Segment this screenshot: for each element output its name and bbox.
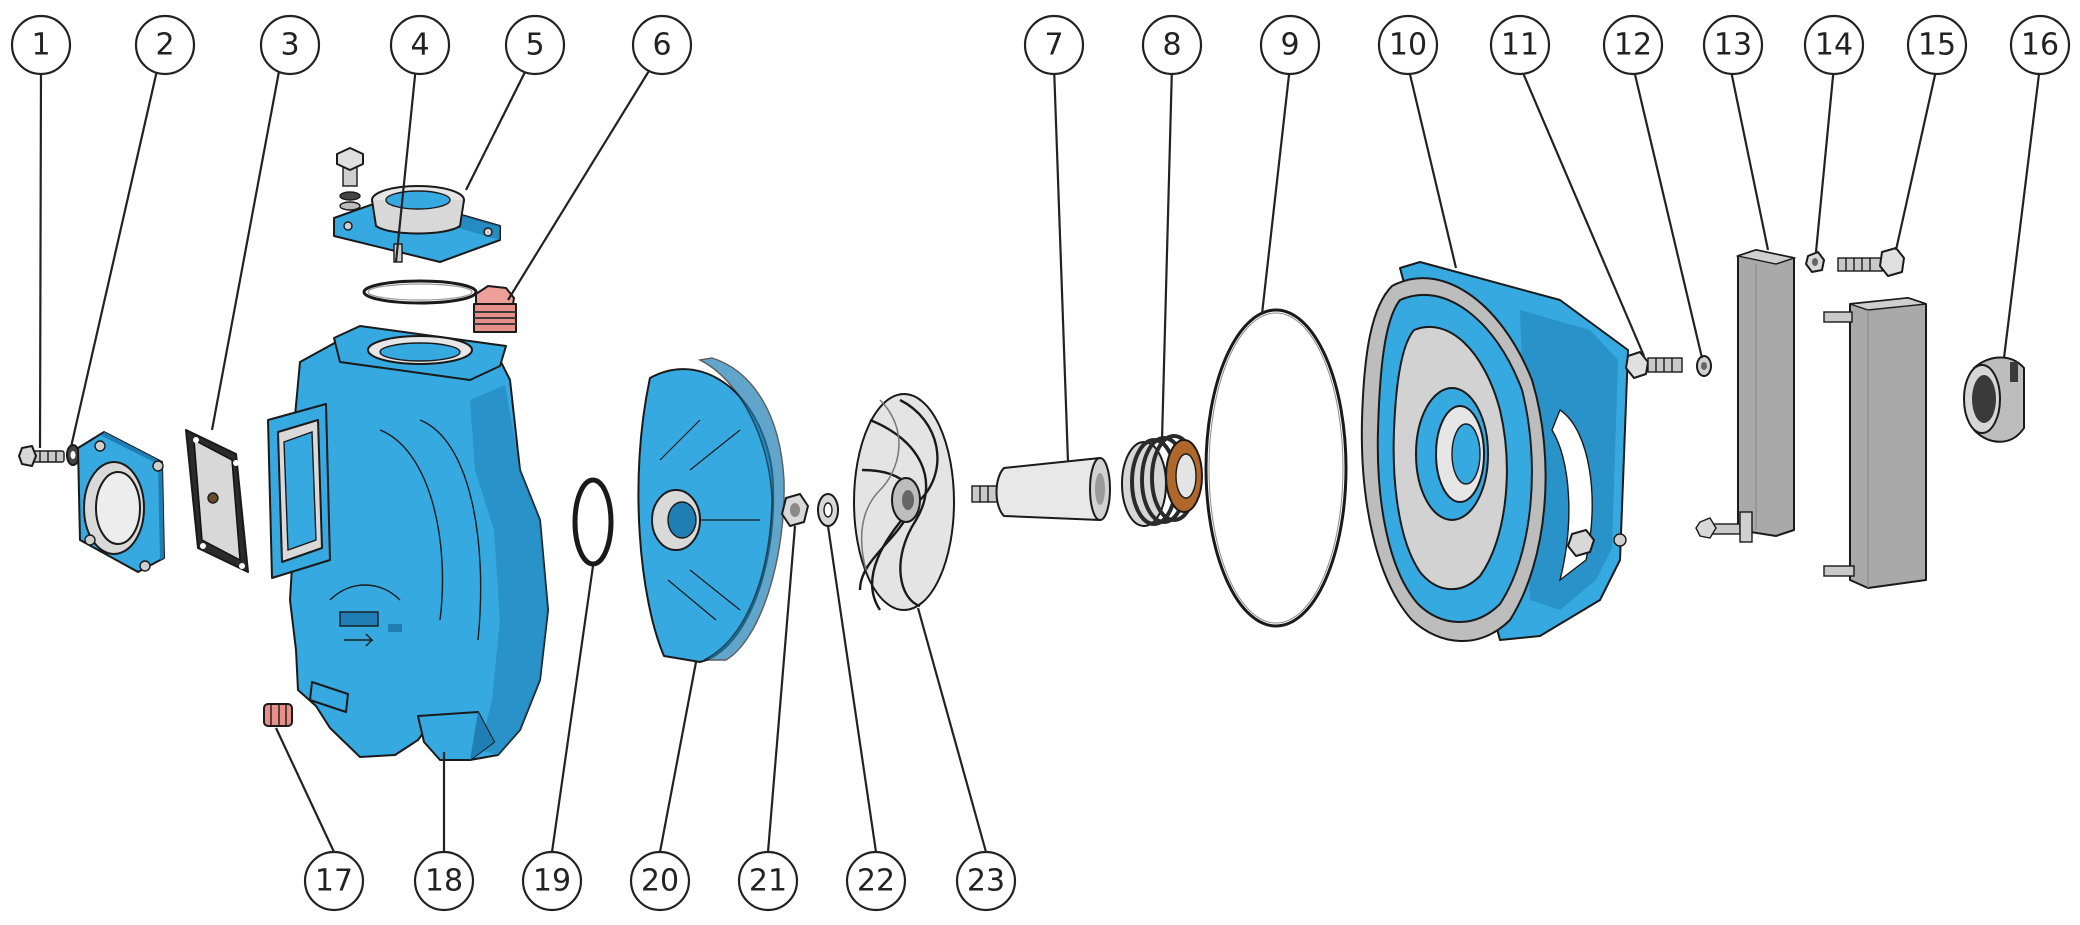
svg-text:9: 9	[1280, 28, 1299, 63]
callout-4: 4	[389, 14, 451, 76]
callout-13: 13	[1702, 14, 1764, 76]
svg-text:10: 10	[1389, 28, 1427, 63]
callout-20: 20	[629, 850, 691, 912]
part-2-washer	[66, 444, 80, 466]
part-6-fill-plug	[473, 285, 517, 333]
svg-text:19: 19	[533, 864, 571, 899]
leader-9	[1260, 65, 1292, 315]
leader-4	[394, 65, 418, 263]
part-18-pump-casing	[267, 325, 549, 761]
callout-2: 2	[134, 14, 196, 76]
callout-8: 8	[1141, 14, 1203, 76]
part-8-mechanical-seal	[1121, 434, 1203, 527]
part-12-washer	[1696, 355, 1712, 377]
leader-22	[826, 525, 878, 853]
callout-22: 22	[845, 850, 907, 912]
callout-18: 18	[413, 850, 475, 912]
leader-14	[1814, 65, 1836, 253]
leader-1	[38, 65, 43, 449]
svg-text:7: 7	[1044, 28, 1063, 63]
part-11-bolt	[1625, 351, 1683, 379]
callout-14: 14	[1803, 14, 1865, 76]
svg-text:21: 21	[749, 864, 787, 899]
svg-text:23: 23	[967, 864, 1005, 899]
part-14-nut	[1805, 251, 1825, 273]
leader-23	[916, 607, 988, 853]
part-10-bracket	[1360, 261, 1629, 642]
callout-3: 3	[259, 14, 321, 76]
part-9-large-o-ring	[1204, 308, 1348, 628]
leader-19	[550, 565, 595, 853]
svg-text:22: 22	[857, 864, 895, 899]
inlet-flange	[77, 431, 165, 573]
svg-text:12: 12	[1614, 28, 1652, 63]
callout-7: 7	[1023, 14, 1085, 76]
callout-11: 11	[1489, 14, 1551, 76]
part-3-gasket	[185, 429, 249, 573]
guard-plate-second	[1823, 297, 1927, 589]
part-22-washer	[817, 493, 839, 527]
svg-text:18: 18	[425, 864, 463, 899]
part-19-o-ring	[572, 477, 614, 567]
svg-text:8: 8	[1162, 28, 1181, 63]
callout-10: 10	[1377, 14, 1439, 76]
part-23-impeller	[853, 393, 955, 611]
part-15-bolt	[1837, 247, 1905, 277]
svg-text:16: 16	[2021, 28, 2059, 63]
leader-7	[1052, 65, 1070, 463]
svg-text:2: 2	[155, 28, 174, 63]
leader-16	[2002, 65, 2042, 359]
callout-5: 5	[504, 14, 566, 76]
part-13-guard-plate	[1695, 249, 1797, 543]
svg-text:3: 3	[280, 28, 299, 63]
svg-text:1: 1	[31, 28, 50, 63]
part-1-bolt	[18, 445, 65, 467]
part-7-shaft-sleeve	[971, 457, 1111, 521]
part-4-o-ring	[362, 279, 478, 305]
leader-10	[1406, 65, 1458, 269]
callout-9: 9	[1259, 14, 1321, 76]
part-17-drain-plug	[263, 703, 293, 727]
callout-12: 12	[1602, 14, 1664, 76]
leader-6	[507, 65, 653, 301]
leader-20	[658, 661, 698, 853]
callout-17: 17	[303, 850, 365, 912]
leader-15	[1894, 65, 1939, 251]
svg-text:17: 17	[315, 864, 353, 899]
part-20-wear-plate	[637, 357, 785, 663]
leader-21	[766, 525, 797, 853]
svg-text:14: 14	[1815, 28, 1853, 63]
callout-6: 6	[631, 14, 693, 76]
callout-21: 21	[737, 850, 799, 912]
svg-text:15: 15	[1918, 28, 1956, 63]
callout-balloons: 1 2 3 4 5 6 7 8 9 10 11 12 13 14 15 16 1…	[10, 14, 2071, 912]
leader-3	[210, 65, 282, 431]
svg-text:11: 11	[1501, 28, 1539, 63]
part-21-nut	[781, 493, 809, 527]
leader-13	[1728, 65, 1770, 251]
leader-12	[1631, 65, 1704, 359]
part-16-collar	[1963, 356, 2025, 443]
leader-11	[1518, 65, 1646, 357]
svg-text:20: 20	[641, 864, 679, 899]
callout-23: 23	[955, 850, 1017, 912]
svg-text:5: 5	[525, 28, 544, 63]
callout-19: 19	[521, 850, 583, 912]
svg-text:4: 4	[410, 28, 429, 63]
callout-15: 15	[1906, 14, 1968, 76]
leader-8	[1160, 65, 1174, 441]
svg-text:13: 13	[1714, 28, 1752, 63]
leader-5	[465, 65, 529, 191]
callout-1: 1	[10, 14, 72, 76]
leader-lines	[38, 65, 2042, 853]
leader-17	[275, 727, 335, 853]
callout-16: 16	[2009, 14, 2071, 76]
svg-text:6: 6	[652, 28, 671, 63]
leader-2	[69, 65, 160, 448]
part-5-top-flange	[333, 147, 501, 263]
